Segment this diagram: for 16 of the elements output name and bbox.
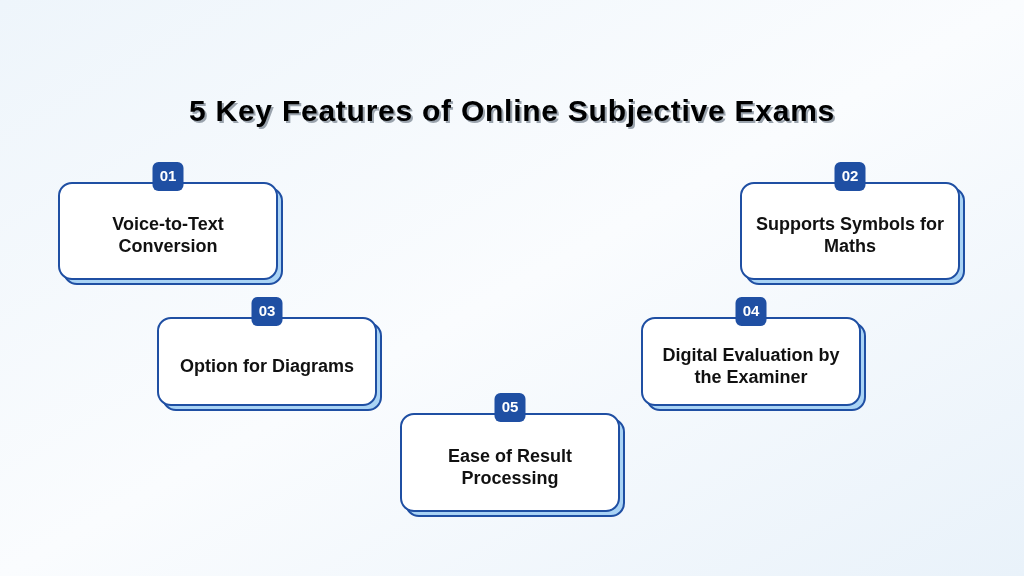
feature-text: Voice-to-Text Conversion <box>111 213 225 257</box>
feature-card <box>157 317 377 406</box>
feature-text: Option for Diagrams <box>180 354 354 377</box>
feature-text: Ease of Result Processing <box>446 444 573 489</box>
feature-card <box>641 317 861 406</box>
number-badge: 04 <box>735 297 767 326</box>
feature-card <box>740 182 960 280</box>
feature-card <box>58 182 278 280</box>
number-badge: 05 <box>494 393 526 422</box>
number-badge: 03 <box>251 297 283 326</box>
number-badge: 02 <box>834 162 866 191</box>
number-badge: 01 <box>152 162 184 191</box>
feature-card <box>400 413 620 512</box>
feature-text: Digital Evaluation by the Examiner <box>661 343 841 388</box>
title: 5 Key Features of Online Subjective Exams <box>189 93 835 129</box>
feature-text: Supports Symbols for Maths <box>755 213 945 257</box>
